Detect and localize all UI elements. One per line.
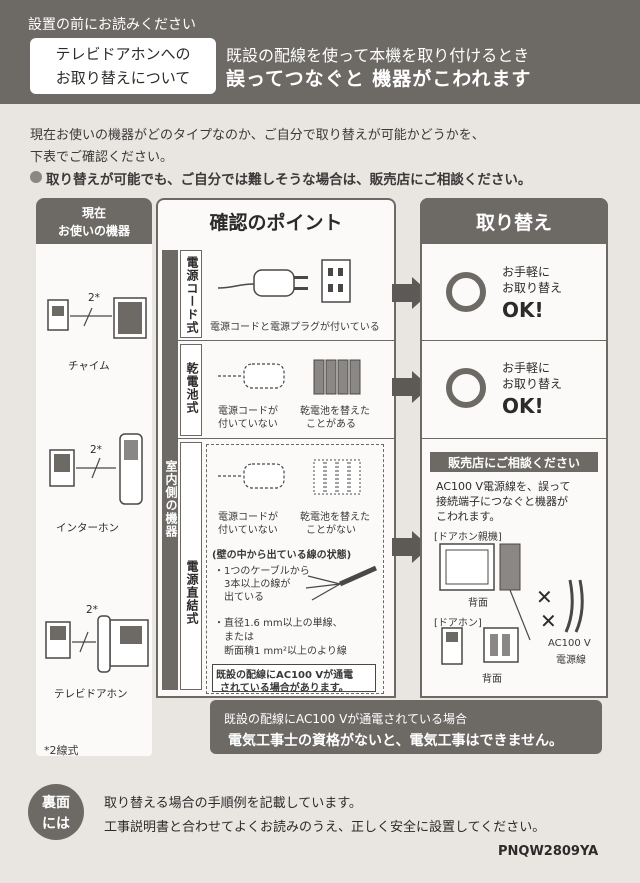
direct-caption-right1: 乾電池を替えた [300,512,370,523]
bullet1-line1: ・1つのケーブルから [214,566,310,577]
consult-title: 販売店にご相談ください [448,456,580,470]
battery-caption-right1: 乾電池を替えた [300,406,370,417]
consult-header [430,452,598,472]
voltage-note-line2: されている場合があります。 [220,683,349,694]
current-device-header [36,198,152,244]
intercom-wire-count: 2* [90,444,102,456]
direct-caption-left1: 電源コードが [218,512,278,523]
bullet-dot-icon [30,171,42,183]
row-divider [422,340,606,341]
direct-type-label: 電源直結式 [185,560,199,625]
intro-line2: 下表でご確認ください。 [30,150,174,165]
electrician-warning-banner [210,700,602,754]
header-line1: 既設の配線を使って本機を取り付けるとき [226,46,530,65]
bullet2-line2: または [224,632,254,643]
bullet1-line3: 出ている [224,592,264,603]
ok-circle-icon [446,368,486,408]
bullet2-line1: ・直径1.6 mm以上の単線、 [214,618,343,629]
door-back-label: 背面 [482,674,502,685]
bottom-line2: 工事説明書と合わせてよくお読みのうえ、正しく安全に設置してください。 [104,820,546,835]
document-code: PNQW2809YA [498,844,599,859]
header-title-box: テレビドアホンへの お取り替えについて [30,38,216,94]
tv-doorphone-icon [45,615,149,673]
consult-line1: AC100 V電源線を、誤って [436,480,571,493]
ok-big: OK! [502,394,544,418]
tv-doorphone-label: テレビドアホン [54,688,128,700]
battery-type-label: 乾電池式 [185,362,199,414]
intro-line3: 取り替えが可能でも、ご自分では難しそうな場合は、販売店にご相談ください。 [46,172,532,188]
indoor-device-label: 室内側の機器 [164,460,178,538]
check-point-title: 確認のポイント [209,212,343,234]
battery-caption-left2: 付いていない [218,419,278,430]
direct-caption-left2: 付いていない [218,525,278,536]
chime-label: チャイム [68,360,110,372]
direct-check-box [206,444,384,694]
ok-big: OK! [502,298,544,322]
row-divider [422,438,606,439]
intercom-label: インターホン [56,522,119,534]
cord-caption: 電源コードと電源プラグが付いている [210,322,380,333]
current-header-line2: お使いの機器 [57,224,130,238]
ok-circle-icon [446,272,486,312]
consult-line2: 接続端子につなぐと機器が [436,495,568,508]
arrow-right-icon [392,284,414,302]
bullet2-line3: 断面積1 mm²以上のより線 [224,646,347,657]
parent-back-label: 背面 [468,598,488,609]
ac-line-label1: AC100 V [548,638,591,649]
two-wire-note: *2線式 [44,744,79,757]
intro-line1: 現在お使いの機器がどのタイプなのか、ご自分で取り替えが可能かどうかを、 [30,128,485,143]
bullet1-line2: 3本以上の線が [224,579,291,590]
power-plug-icon [217,259,351,303]
ok-line1: お手軽に [502,265,551,279]
pre-install-note: 設置の前にお読みください [28,17,196,33]
tv-doorphone-wire-count: 2* [86,604,98,616]
voltage-note-box [212,664,376,692]
battery-type-bar [180,344,202,436]
parent-unit-label: [ドアホン親機] [434,532,502,543]
row-divider [178,438,396,439]
replacement-header [420,198,608,244]
cord-type-label: 電源コード式 [185,256,199,334]
cord-type-bar [180,250,202,338]
chime-wire-count: 2* [88,292,100,304]
voltage-note-line1: 既設の配線にAC100 Vが通電 [216,670,354,681]
ok-line2: お取り替え [502,281,563,295]
battery-icon [218,359,361,395]
ok-line2: お取り替え [502,377,563,391]
ac-line-label2: 電源線 [556,655,586,666]
wiring-diagram-icon: ✕ ✕ [439,543,584,665]
bottom-line1: 取り替える場合の手順例を記載しています。 [104,796,362,811]
indoor-device-bar [162,250,178,690]
back-side-badge [28,784,84,840]
consult-line3: こわれます。 [436,510,501,523]
row-divider [178,340,396,341]
header-warning-title: 誤ってつなぐと 機器がこわれます [226,68,532,90]
ok-line1: お手軽に [502,361,551,375]
direct-type-bar [180,442,202,690]
header-box-line1: テレビドアホンへの [55,45,191,63]
replacement-title: 取り替え [475,212,552,234]
door-unit-label: [ドアホン] [434,618,482,629]
cable-icon [305,565,378,601]
warning-line1: 既設の配線にAC100 Vが通電されている場合 [224,712,467,726]
svg-text:✕: ✕ [540,609,557,633]
wire-state-title: (壁の中から出ている線の状態) [212,550,352,561]
back-badge-line2: には [42,816,70,832]
arrow-right-icon [392,378,414,396]
intercom-icon [49,433,143,505]
battery-caption-right2: ことがある [306,419,356,430]
svg-text:✕: ✕ [536,585,553,609]
chime-icon [47,297,147,339]
direct-device-icon [218,459,361,495]
back-badge-line1: 裏面 [42,795,70,811]
arrow-right-icon [392,538,414,556]
battery-caption-left1: 電源コードが [218,406,278,417]
header-box-line2: お取り替えについて [55,69,191,87]
current-header-line1: 現在 [81,206,106,220]
warning-line2: 電気工事士の資格がないと、電気工事はできません。 [228,733,564,749]
direct-caption-right2: ことがない [306,525,356,536]
